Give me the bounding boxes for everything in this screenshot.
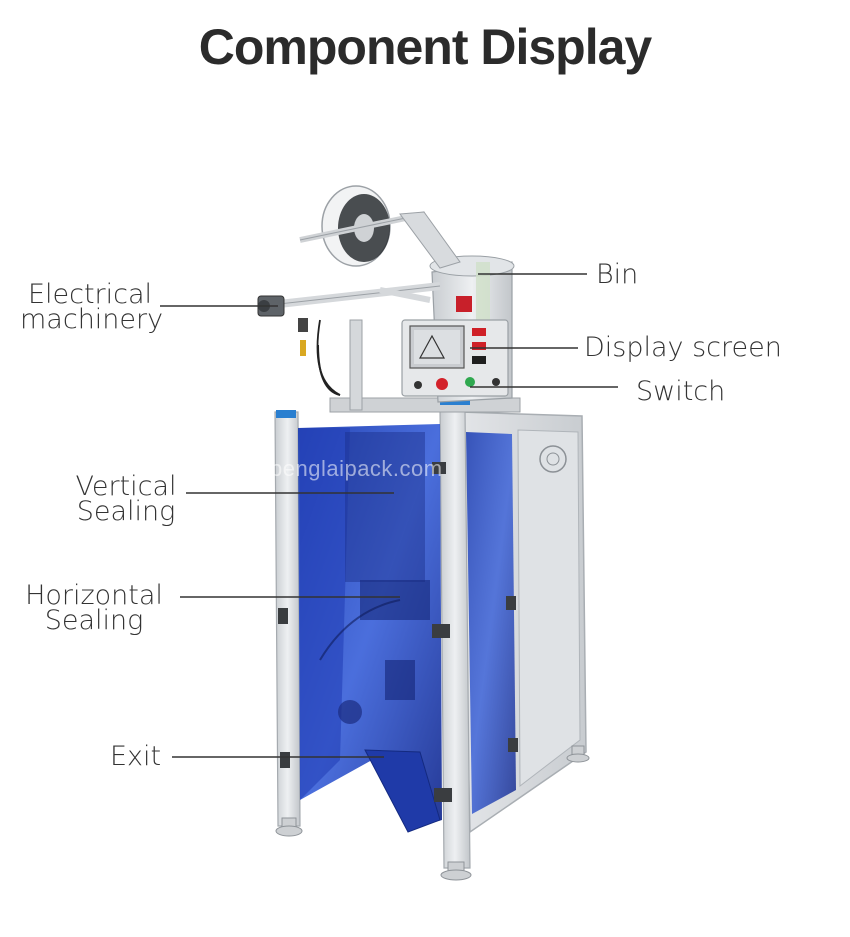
label-display-screen: Display screen: [584, 332, 782, 363]
label-exit: Exit: [110, 741, 162, 772]
hinges: [278, 462, 518, 802]
film-roll-assembly: [269, 185, 461, 309]
label-horizontal-line2: Sealing: [44, 605, 144, 636]
exit-chute: [364, 749, 441, 833]
label-vertical-line1: Vertical: [75, 471, 177, 502]
label-electrical-line2: machinery: [20, 304, 164, 335]
feet: [275, 745, 590, 881]
label-electrical-line1: Electrical: [27, 279, 153, 310]
label-switch: Switch: [636, 376, 726, 407]
blue-guard: [298, 424, 442, 830]
page-title: Component Display: [198, 19, 652, 75]
side-cabinet: [459, 411, 587, 834]
label-horizontal-line1: Horizontal: [25, 580, 163, 611]
label-bin: Bin: [596, 259, 639, 290]
electric-motor: [257, 295, 341, 396]
watermark: penglaipack.com: [270, 456, 443, 481]
label-vertical-line2: Sealing: [76, 496, 176, 527]
control-panel: [401, 319, 509, 397]
